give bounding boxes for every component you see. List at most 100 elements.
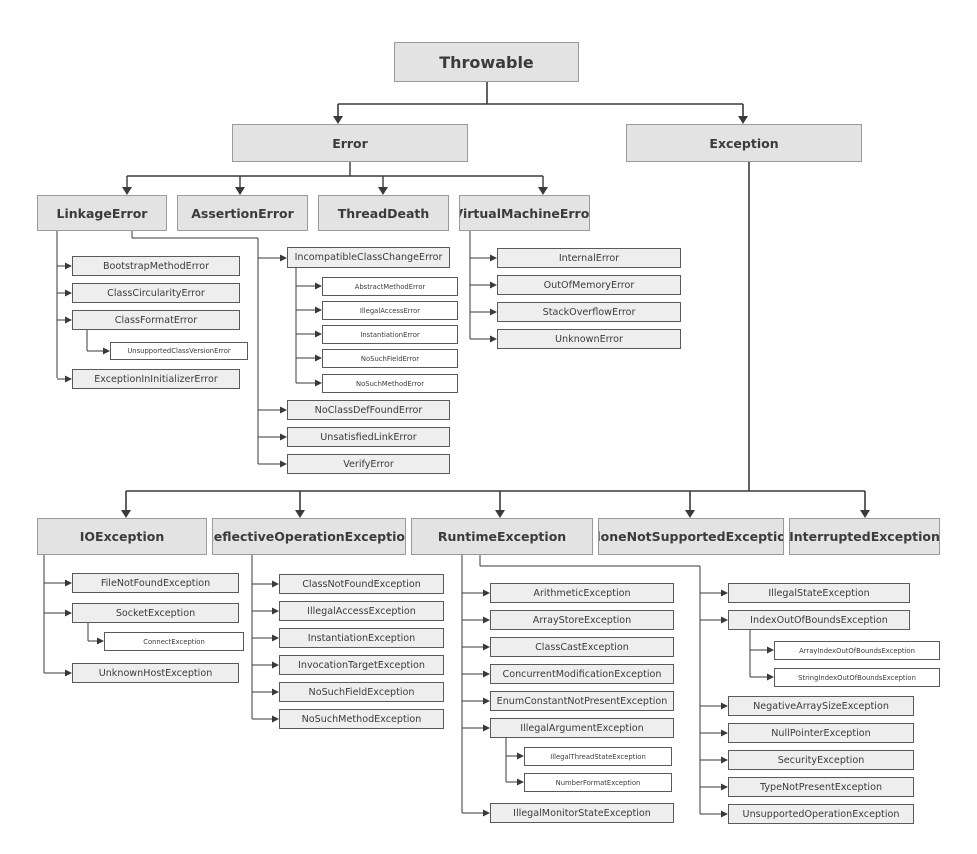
node-exception: Exception xyxy=(626,124,862,162)
node-negative-array-size-exception: NegativeArraySizeException xyxy=(728,696,914,716)
arrow-head xyxy=(280,433,287,441)
arrow-head xyxy=(121,510,131,518)
node-no-such-field-error: NoSuchFieldError xyxy=(322,349,458,368)
node-file-not-found-exception: FileNotFoundException xyxy=(72,573,239,593)
arrow-head xyxy=(65,669,72,677)
node-security-exception: SecurityException xyxy=(728,750,914,770)
node-verify-error: VerifyError xyxy=(287,454,450,474)
arrow-head xyxy=(272,580,279,588)
arrow-head xyxy=(280,406,287,414)
arrow-head xyxy=(721,616,728,624)
node-unsupported-class-version-error: UnsupportedClassVersionError xyxy=(110,342,248,360)
node-illegal-access-exception: IllegalAccessException xyxy=(279,601,444,621)
arrow-head xyxy=(65,375,72,383)
node-invocation-target-exception: InvocationTargetException xyxy=(279,655,444,675)
arrow-head xyxy=(378,187,388,195)
node-abstract-method-error: AbstractMethodError xyxy=(322,277,458,296)
arrow-head xyxy=(721,702,728,710)
arrow-head xyxy=(235,187,245,195)
arrow-head xyxy=(767,646,774,654)
arrow-head xyxy=(483,697,490,705)
arrow-head xyxy=(65,316,72,324)
node-class-not-found-exception: ClassNotFoundException xyxy=(279,574,444,594)
arrow-head xyxy=(65,579,72,587)
arrow-head xyxy=(333,116,343,124)
node-index-out-of-bounds-exception: IndexOutOfBoundsException xyxy=(728,610,910,630)
node-thread-death: ThreadDeath xyxy=(318,195,449,231)
arrow-head xyxy=(721,729,728,737)
arrow-head xyxy=(315,282,322,290)
arrow-head xyxy=(103,347,110,355)
node-string-index-out-of-bounds-exception: StringIndexOutOfBoundsException xyxy=(774,668,940,687)
arrow-head xyxy=(538,187,548,195)
arrow-head xyxy=(272,607,279,615)
arrow-head xyxy=(272,634,279,642)
arrow-head xyxy=(483,809,490,817)
arrow-head xyxy=(280,460,287,468)
node-no-such-method-error: NoSuchMethodError xyxy=(322,374,458,393)
node-enum-constant-not-present-exception: EnumConstantNotPresentException xyxy=(490,691,674,711)
node-throwable: Throwable xyxy=(394,42,579,82)
arrow-head xyxy=(483,724,490,732)
arrow-head xyxy=(272,661,279,669)
arrow-head xyxy=(483,589,490,597)
node-virtual-machine-error: VirtualMachineError xyxy=(459,195,590,231)
arrow-head xyxy=(490,335,497,343)
arrow-head xyxy=(495,510,505,518)
node-illegal-monitor-state-exception: IllegalMonitorStateException xyxy=(490,803,674,823)
node-illegal-access-error: IllegalAccessError xyxy=(322,301,458,320)
node-reflective-operation-exception: ReflectiveOperationException xyxy=(212,518,406,555)
arrow-head xyxy=(490,254,497,262)
node-exception-in-initializer-error: ExceptionInInitializerError xyxy=(72,369,240,389)
node-connect-exception: ConnectException xyxy=(104,632,244,651)
node-no-such-method-exception: NoSuchMethodException xyxy=(279,709,444,729)
node-unknown-error: UnknownError xyxy=(497,329,681,349)
node-interrupted-exception: InterruptedException xyxy=(789,518,940,555)
arrow-head xyxy=(483,670,490,678)
node-runtime-exception: RuntimeException xyxy=(411,518,593,555)
node-class-cast-exception: ClassCastException xyxy=(490,637,674,657)
arrow-head xyxy=(517,778,524,786)
arrow-head xyxy=(483,643,490,651)
arrow-head xyxy=(272,688,279,696)
node-array-index-out-of-bounds-exception: ArrayIndexOutOfBoundsException xyxy=(774,641,940,660)
node-array-store-exception: ArrayStoreException xyxy=(490,610,674,630)
node-no-class-def-found-error: NoClassDefFoundError xyxy=(287,400,450,420)
arrow-head xyxy=(280,254,287,262)
node-unsupported-operation-exception: UnsupportedOperationException xyxy=(728,804,914,824)
node-illegal-state-exception: IllegalStateException xyxy=(728,583,910,603)
node-error: Error xyxy=(232,124,468,162)
arrow-head xyxy=(65,262,72,270)
arrow-head xyxy=(315,354,322,362)
node-incompatible-class-change-error: IncompatibleClassChangeError xyxy=(287,247,450,268)
node-clone-not-supported-exception: CloneNotSupportedException xyxy=(598,518,784,555)
arrow-head xyxy=(721,810,728,818)
node-unsatisfied-link-error: UnsatisfiedLinkError xyxy=(287,427,450,447)
node-no-such-field-exception: NoSuchFieldException xyxy=(279,682,444,702)
arrow-head xyxy=(97,637,104,645)
arrow-head xyxy=(272,715,279,723)
node-internal-error: InternalError xyxy=(497,248,681,268)
arrow-head xyxy=(315,306,322,314)
arrow-head xyxy=(721,756,728,764)
node-null-pointer-exception: NullPointerException xyxy=(728,723,914,743)
node-bootstrap-method-error: BootstrapMethodError xyxy=(72,256,240,276)
node-class-format-error: ClassFormatError xyxy=(72,310,240,330)
node-stack-overflow-error: StackOverflowError xyxy=(497,302,681,322)
arrow-head xyxy=(517,752,524,760)
node-class-circularity-error: ClassCircularityError xyxy=(72,283,240,303)
arrow-head xyxy=(315,330,322,338)
arrow-head xyxy=(490,308,497,316)
node-type-not-present-exception: TypeNotPresentException xyxy=(728,777,914,797)
node-arithmetic-exception: ArithmeticException xyxy=(490,583,674,603)
node-instantiation-exception: InstantiationException xyxy=(279,628,444,648)
arrow-head xyxy=(767,673,774,681)
node-linkage-error: LinkageError xyxy=(37,195,167,231)
node-concurrent-modification-exception: ConcurrentModificationException xyxy=(490,664,674,684)
node-instantiation-error: InstantiationError xyxy=(322,325,458,344)
arrow-head xyxy=(721,783,728,791)
node-illegal-thread-state-exception: IllegalThreadStateException xyxy=(524,747,672,766)
arrow-head xyxy=(483,616,490,624)
